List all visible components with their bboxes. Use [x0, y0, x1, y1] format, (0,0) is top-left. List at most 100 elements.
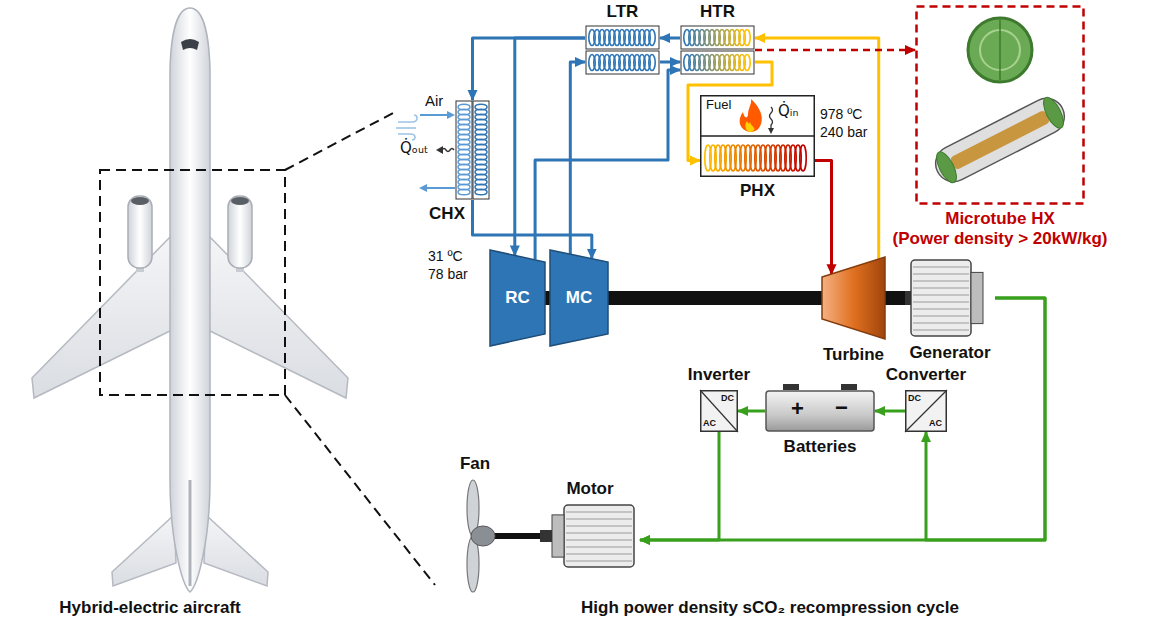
air-flow-arrows-part — [420, 114, 448, 116]
component-label: + — [791, 396, 804, 421]
component-label: AC — [929, 418, 942, 428]
battery-pack-shape-part — [783, 384, 799, 390]
component-label: LTR — [607, 2, 639, 22]
motor-symbol-shape-part — [564, 505, 634, 567]
converter-box-shape-part — [905, 390, 947, 432]
inverter-box-shape-part — [701, 391, 738, 432]
motor-symbol-shape — [540, 503, 640, 569]
cooler-hx-box: CHX — [455, 100, 490, 200]
component-label: Q̇ᵢₙ — [778, 103, 798, 120]
aircraft-illustration-part — [112, 515, 176, 586]
power-wire — [640, 298, 1045, 540]
motor-symbol-shape-part — [566, 532, 632, 533]
annotation-text: 240 bar — [820, 124, 867, 140]
air-flow-arrows-part — [398, 115, 417, 122]
annotation-text: Q̇ₒᵤₜ — [400, 140, 429, 157]
primary-hx-box-shape-part — [745, 121, 754, 132]
battery-pack: +−Batteries — [765, 390, 875, 432]
flow-pipe — [660, 37, 680, 40]
drive-shaft — [495, 533, 540, 539]
component-label: Fuel — [706, 98, 731, 113]
motor-symbol-shape-part — [540, 530, 552, 542]
microtube-illustration — [929, 18, 1070, 188]
component-label: Motor — [566, 479, 613, 499]
recuperator-box-shape-part — [681, 26, 754, 49]
microtube-hx-callout-shape — [915, 5, 1085, 205]
cooler-hx-box-shape — [455, 100, 490, 200]
air-flow-arrows — [396, 111, 455, 192]
component-label: DC — [908, 393, 921, 403]
air-flow-arrows-part — [436, 146, 443, 154]
component-label: Fan — [460, 454, 490, 474]
inverter-box: InverterDCAC — [700, 390, 738, 432]
flow-pipe — [535, 70, 680, 260]
generator-symbol-shape-part — [913, 287, 969, 288]
air-flow-arrows-part — [447, 111, 455, 119]
recuperator-box-shape — [585, 25, 660, 75]
zoom-leader — [285, 395, 435, 585]
component-label: (Power density > 20kW/kg) — [893, 229, 1108, 249]
primary-hx-box-shape-part — [700, 135, 815, 137]
microtube-hx-callout: Microtube HX(Power density > 20kW/kg) — [915, 5, 1085, 205]
recuperator-box-shape-part — [649, 55, 655, 71]
recuperator-box-shape-part — [681, 51, 754, 74]
power-wire — [640, 432, 719, 540]
primary-hx-box-shape-part — [701, 96, 815, 177]
recuperator-box-shape-part — [586, 51, 659, 74]
fan-symbol: Fan — [455, 478, 495, 594]
generator-symbol-shape-part — [971, 272, 983, 323]
motor-symbol-shape-part — [566, 539, 632, 540]
cooler-hx-box-shape-part — [473, 101, 489, 199]
converter-box-shape-part — [906, 391, 947, 432]
primary-hx-box-shape-part — [770, 107, 773, 129]
turbine-symbol-shape — [822, 257, 885, 339]
air-flow-arrows-part — [419, 184, 427, 192]
air-flow-arrows-part — [442, 149, 454, 152]
zoom-frame — [100, 170, 285, 395]
annotation-text: 31 ºC — [428, 248, 463, 264]
drive-shaft — [608, 291, 822, 305]
flow-pipe — [515, 38, 585, 255]
compressor-symbol-shape-part — [550, 250, 608, 346]
generator-symbol-shape-part — [913, 301, 969, 302]
primary-hx-box-shape-part — [740, 99, 762, 132]
microtube-illustration-part — [1040, 94, 1068, 131]
aircraft-illustration — [32, 8, 348, 592]
recuperator-box: HTR — [680, 25, 755, 75]
recuperator-box-shape-part — [586, 26, 659, 49]
component-label: Inverter — [688, 365, 750, 385]
microtube-illustration-part — [929, 92, 1070, 188]
drive-shaft — [885, 291, 905, 305]
generator-symbol-shape-part — [913, 315, 969, 316]
flow-pipe — [755, 49, 915, 52]
component-label: AC — [703, 418, 716, 428]
turbine-symbol: Turbine — [822, 257, 885, 339]
inverter-box-shape-part — [700, 390, 738, 432]
microtube-illustration-part — [968, 18, 1032, 82]
air-flow-arrows-part — [426, 187, 455, 189]
annotation-text: Hybrid-electric aircraft — [59, 598, 240, 618]
primary-hx-box: FuelQ̇ᵢₙPHX — [700, 95, 815, 177]
microtube-illustration-part — [933, 149, 961, 186]
aircraft-illustration-part — [231, 197, 249, 205]
component-label: Batteries — [784, 437, 857, 457]
generator-symbol-shape-part — [913, 294, 969, 295]
microtube-illustration-part — [999, 20, 1001, 80]
recuperator-box-shape-part — [744, 55, 750, 71]
motor-symbol-shape-part — [552, 515, 564, 557]
cooler-hx-box-shape-part — [475, 189, 487, 195]
recuperator-box-shape — [680, 25, 755, 75]
motor-symbol-shape-part — [566, 546, 632, 547]
recuperator-box: LTR — [585, 25, 660, 75]
primary-hx-box-shape-part — [800, 145, 806, 171]
aircraft-illustration-part — [131, 197, 149, 205]
component-label: Generator — [909, 343, 990, 363]
component-label: PHX — [740, 181, 775, 201]
zoom-leader — [285, 112, 395, 170]
component-label: RC — [505, 288, 530, 308]
component-label: Converter — [886, 365, 966, 385]
microtube-illustration-part — [929, 92, 1070, 188]
generator-symbol-shape-part — [913, 329, 969, 330]
air-flow-arrows-part — [396, 127, 416, 129]
